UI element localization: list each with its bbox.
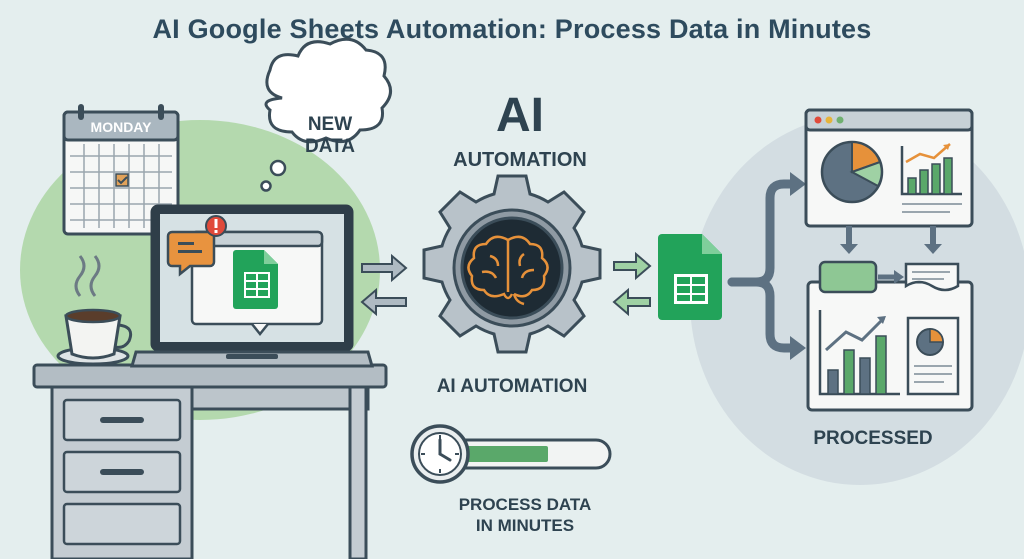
ai-big-label: AI (496, 89, 544, 142)
timer-text-line2: IN MINUTES (475, 516, 575, 535)
bubble-text-line2: DATA (305, 136, 355, 157)
automation-bottom-label: AI AUTOMATION (436, 376, 588, 397)
automation-top-label: AUTOMATION (453, 149, 587, 171)
pie-chart-icon (820, 140, 884, 204)
progress-fill (466, 446, 548, 462)
clock-icon (410, 424, 470, 484)
document-icon (904, 262, 960, 292)
timer-text-line1: PROCESS DATA (458, 495, 592, 514)
page-title: AI Google Sheets Automation: Process Dat… (152, 14, 872, 44)
processed-label: PROCESSED (813, 428, 933, 449)
bubble-text-line1: NEW (307, 114, 353, 135)
bar-chart-icon (900, 143, 962, 196)
calendar-day: MONDAY (90, 119, 152, 135)
